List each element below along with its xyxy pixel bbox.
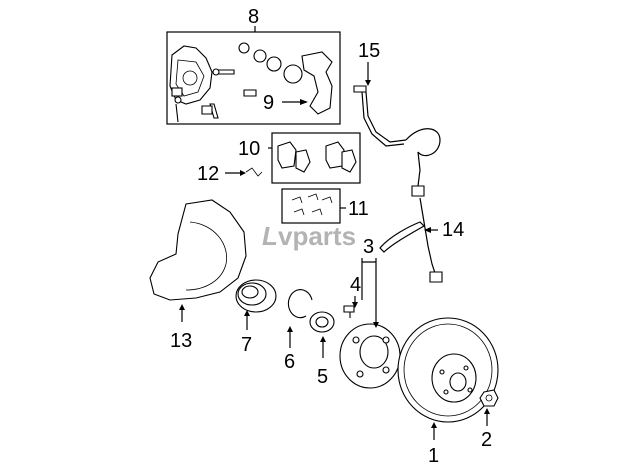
callout-2: 2 [481,429,492,451]
caliper-kit-box [166,31,341,125]
clip-kit-box [281,188,341,224]
callout-9: 9 [263,92,274,114]
pad-kit-box [271,132,361,184]
callout-14: 14 [442,219,464,241]
callout-11: 11 [348,198,369,220]
callout-1: 1 [428,445,439,467]
callout-13: 13 [170,330,192,352]
lug-nut [479,389,499,407]
wheel-hub [339,323,401,389]
watermark-brand: vparts [278,221,356,251]
abs-sensor [353,85,441,197]
pad-clips [291,193,333,216]
callout-8: 8 [248,6,259,28]
callout-12: 12 [197,163,219,185]
vparts-watermark: L vparts [262,221,356,251]
hub-bolt [343,305,355,318]
callout-7: 7 [241,334,252,356]
brake-hose [379,197,443,283]
snap-ring [287,289,313,319]
callout-4: 4 [350,274,361,296]
callout-3: 3 [363,236,374,258]
anti-rattle-spring [245,167,263,177]
callout-10: 10 [238,138,260,160]
piston-seal-rings [238,42,303,84]
mounting-bracket [301,51,333,115]
bearing-collar [309,311,335,333]
wheel-bearing [235,279,277,313]
watermark-logo-letter: L [262,221,278,251]
callout-6: 6 [284,351,295,373]
caliper-body [169,45,213,105]
callout-15: 15 [358,40,380,62]
brake-rotor [397,317,499,423]
callout-5: 5 [317,366,328,388]
dust-shield [149,199,247,301]
brake-pads [277,141,357,173]
leader-arrowheads [179,80,490,428]
bleeder-parts [201,89,257,115]
